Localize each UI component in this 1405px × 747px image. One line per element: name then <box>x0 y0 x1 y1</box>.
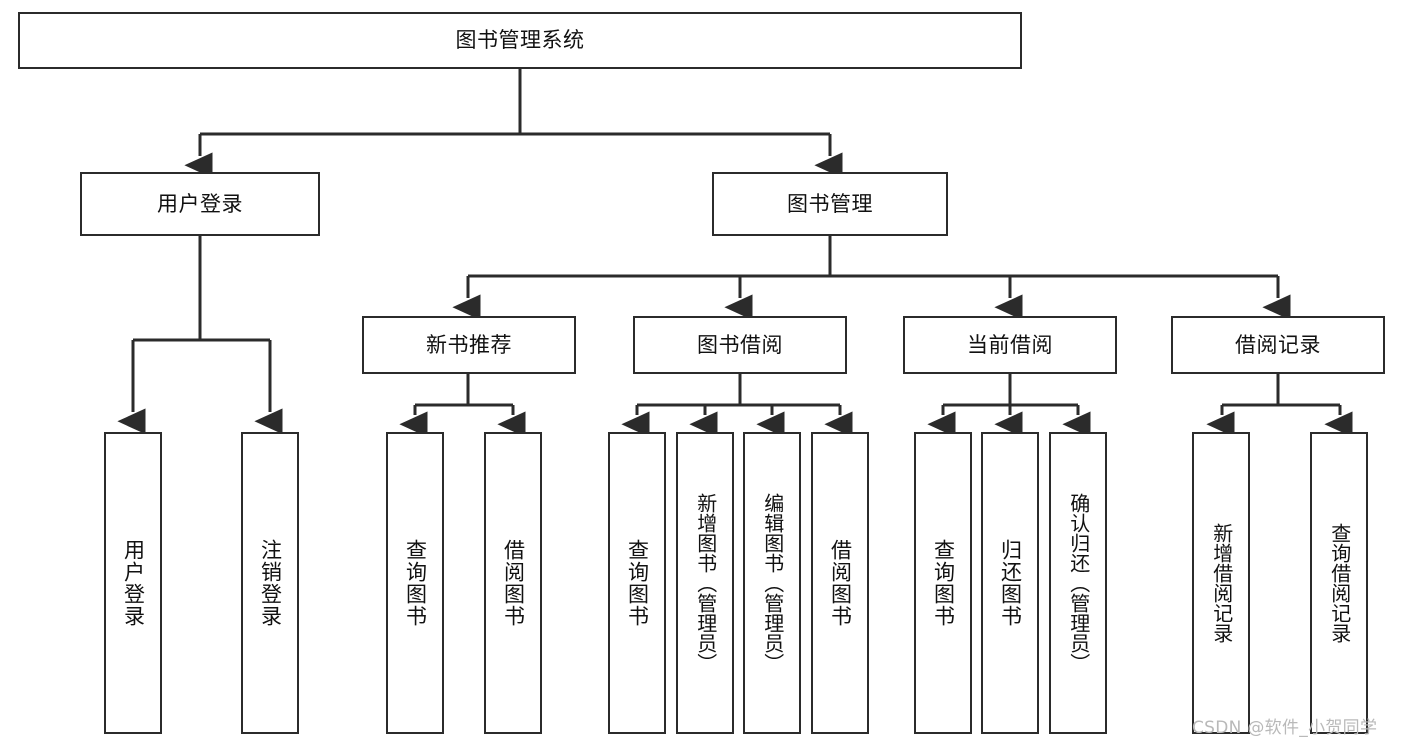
leaf-return-book[interactable]: 归还图书 <box>981 432 1039 734</box>
node-label: 查询图书 <box>403 539 428 627</box>
csdn-watermark: CSDN @软件_小贺同学 <box>1192 718 1378 738</box>
node-label: 借阅记录 <box>1235 332 1321 357</box>
node-label: 用户登录 <box>157 191 243 216</box>
node-label: 借阅图书 <box>828 539 853 627</box>
node-label: 注销登录 <box>258 539 283 627</box>
node-label: 借阅图书 <box>501 539 526 627</box>
node-label: 图书管理系统 <box>455 28 585 53</box>
leaf-query-book-newbook[interactable]: 查询图书 <box>386 432 444 734</box>
node-current-borrow[interactable]: 当前借阅 <box>903 316 1117 374</box>
node-user-login[interactable]: 用户登录 <box>80 172 320 236</box>
node-label: 归还图书 <box>998 539 1023 627</box>
node-label: 用户登录 <box>121 539 146 627</box>
leaf-borrow-book[interactable]: 借阅图书 <box>811 432 869 734</box>
leaf-logout[interactable]: 注销登录 <box>241 432 299 734</box>
node-book-borrow[interactable]: 图书借阅 <box>633 316 847 374</box>
node-label: 查询图书 <box>931 539 956 627</box>
leaf-add-book-admin[interactable]: 新增图书（管理员） <box>676 432 734 734</box>
leaf-user-login[interactable]: 用户登录 <box>104 432 162 734</box>
node-label: 查询借阅记录 <box>1327 523 1352 643</box>
node-label: 图书借阅 <box>697 332 783 357</box>
node-label: 图书管理 <box>787 191 873 216</box>
leaf-edit-book-admin[interactable]: 编辑图书（管理员） <box>743 432 801 734</box>
node-borrow-record[interactable]: 借阅记录 <box>1171 316 1385 374</box>
node-label: 新增借阅记录 <box>1209 523 1234 643</box>
node-label: 查询图书 <box>625 539 650 627</box>
leaf-add-borrow-record[interactable]: 新增借阅记录 <box>1192 432 1250 734</box>
node-new-book-recommend[interactable]: 新书推荐 <box>362 316 576 374</box>
leaf-borrow-book-newbook[interactable]: 借阅图书 <box>484 432 542 734</box>
leaf-query-borrow-record[interactable]: 查询借阅记录 <box>1310 432 1368 734</box>
node-label: 新书推荐 <box>426 332 512 357</box>
node-label: 当前借阅 <box>967 332 1053 357</box>
node-book-management[interactable]: 图书管理 <box>712 172 948 236</box>
leaf-confirm-return-admin[interactable]: 确认归还（管理员） <box>1049 432 1107 734</box>
node-label: 确认归还（管理员） <box>1066 493 1091 673</box>
leaf-query-book-borrow[interactable]: 查询图书 <box>608 432 666 734</box>
node-root-book-management-system[interactable]: 图书管理系统 <box>18 12 1022 69</box>
leaf-query-book-current[interactable]: 查询图书 <box>914 432 972 734</box>
node-label: 新增图书（管理员） <box>693 493 718 673</box>
node-label: 编辑图书（管理员） <box>760 493 785 673</box>
